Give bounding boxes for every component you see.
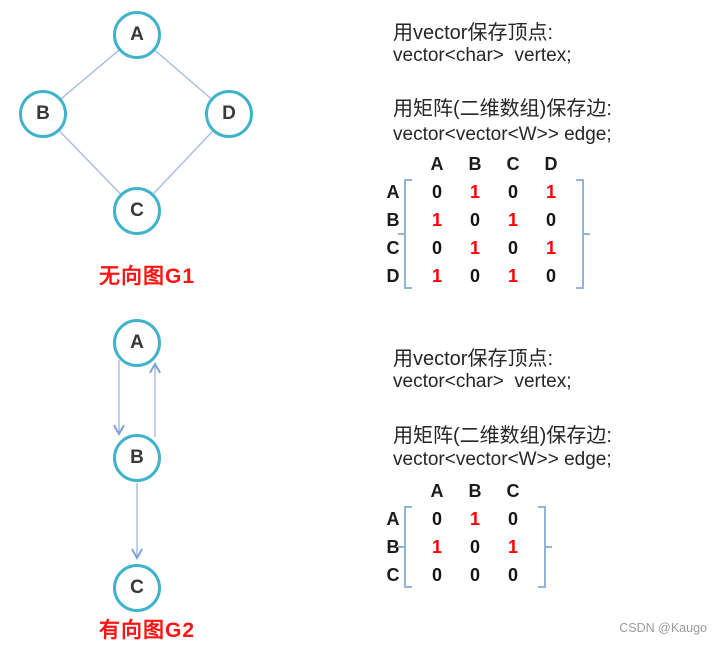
matrix-values: 0 1 0 1 0 1 0 0 0 [418,505,532,589]
matrix-col-header: C [506,481,520,501]
matrix-cell: 0 [431,565,442,585]
matrix-cell: 0 [507,238,518,258]
g2-edges [113,360,161,561]
matrix-col-headers: A B C [418,477,546,505]
p1-vertex-title: 用vector保存顶点: [393,22,554,44]
matrix-col-header: A [430,154,444,174]
matrix-cell: 1 [469,509,480,529]
matrix-row-header: A [386,182,400,202]
matrix-cell: 1 [431,266,442,286]
matrix-cell: 1 [507,266,518,286]
g1-node-b: B [19,90,67,138]
matrix-cell: 1 [507,537,518,557]
g2-node-a: A [113,319,161,367]
p1-edge-title: 用矩阵(二维数组)保存边: [393,98,612,120]
matrix-row-header: C [386,565,400,585]
g1-node-a: A [113,11,161,59]
matrix-cell: 1 [431,210,442,230]
right-bracket [538,506,552,588]
g2-node-c: C [113,564,161,612]
matrix-cell: 1 [469,182,480,202]
matrix-cell: 0 [469,565,480,585]
g1-edges [42,34,230,212]
matrix-cell: 0 [431,509,442,529]
matrix-row-header: C [386,238,400,258]
g1-node-b-label: B [36,103,50,124]
p2-vertex-title: 用vector保存顶点: [393,348,554,370]
matrix-row-header: A [386,509,400,529]
matrix-values: 0 1 0 1 1 0 1 0 0 1 0 1 1 0 1 0 [418,178,570,290]
p1-edge-code: vector<vector<W>> edge; [393,124,612,145]
matrix-col-header: B [468,154,482,174]
csdn-watermark: CSDN @Kaugo [619,621,707,635]
g1-node-a-label: A [130,24,144,45]
matrix-cell: 0 [507,182,518,202]
matrix-cell: 1 [545,182,556,202]
matrix-cell: 0 [507,509,518,529]
matrix-cell: 0 [469,537,480,557]
matrix-row-header: B [386,210,400,230]
matrix-col-header: D [544,154,558,174]
left-bracket [398,179,412,289]
g1-node-d: D [205,90,253,138]
matrix-cell: 1 [431,537,442,557]
matrix-cell: 0 [469,266,480,286]
matrix-col-headers: A B C D [418,150,584,178]
matrix-row-header: B [386,537,400,557]
g2-node-b: B [113,434,161,482]
p1-vertex-code: vector<char> vertex; [393,45,572,66]
g2-node-a-label: A [130,332,144,353]
g2-node-b-label: B [130,447,144,468]
matrix-cell: 1 [545,238,556,258]
g1-node-d-label: D [222,103,236,124]
matrix-row-header: D [386,266,400,286]
matrix-cell: 0 [469,210,480,230]
matrix-cell: 0 [545,210,556,230]
p2-edge-code: vector<vector<W>> edge; [393,449,612,470]
matrix-cell: 0 [545,266,556,286]
matrix-cell: 0 [507,565,518,585]
matrix-col-header: B [468,481,482,501]
p2-edge-title: 用矩阵(二维数组)保存边: [393,425,612,447]
matrix-cell: 0 [431,182,442,202]
matrix-cell: 1 [507,210,518,230]
left-bracket [398,506,412,588]
matrix-cell: 0 [431,238,442,258]
g2-node-c-label: C [130,577,144,598]
g1-node-c: C [113,187,161,235]
g2-caption: 有向图G2 [98,619,195,642]
matrix-col-header: C [506,154,520,174]
g1-node-c-label: C [130,200,144,221]
p2-vertex-code: vector<char> vertex; [393,371,572,392]
matrix-cell: 1 [469,238,480,258]
g1-caption: 无向图G1 [98,265,195,288]
right-bracket [576,179,590,289]
matrix-col-header: A [430,481,444,501]
